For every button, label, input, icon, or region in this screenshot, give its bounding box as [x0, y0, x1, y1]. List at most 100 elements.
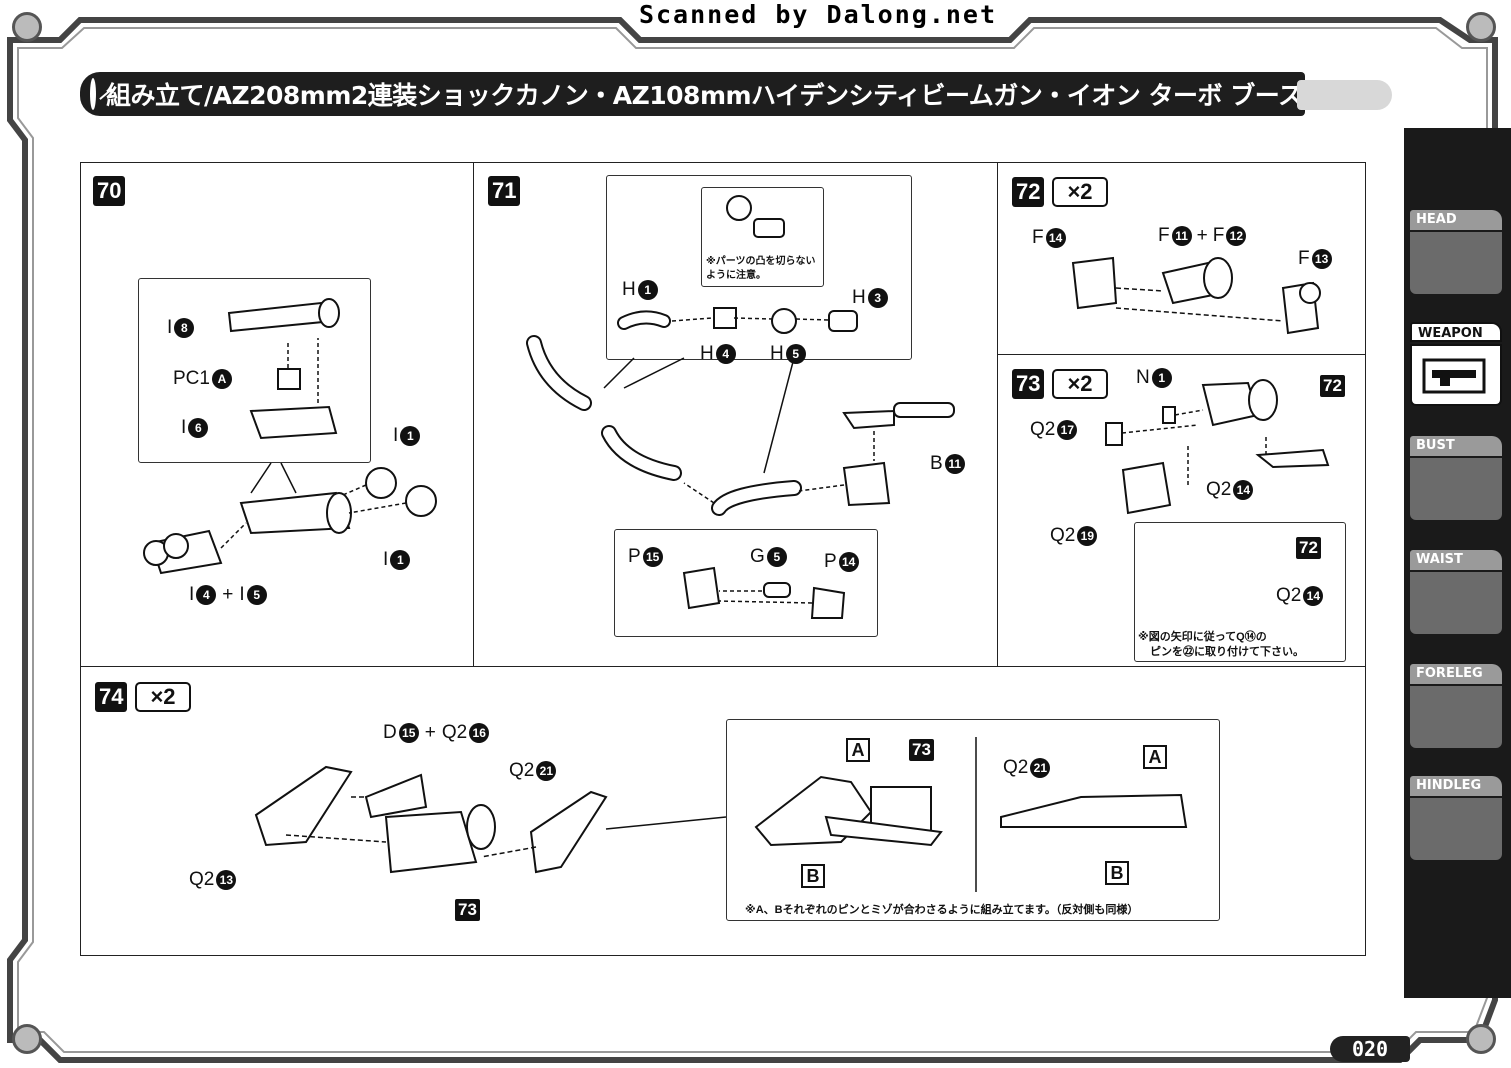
- ref-step-73-detail: 73: [909, 739, 934, 761]
- marker-a-right: A: [1143, 745, 1167, 769]
- part-number: 14: [838, 552, 859, 572]
- part-letter: N: [1136, 367, 1150, 388]
- repeat-count: ×2: [1052, 369, 1108, 399]
- tab-bust-label: BUST: [1410, 436, 1502, 456]
- part-number: 13: [1311, 249, 1332, 269]
- step-70-parts-illustration: [143, 298, 437, 575]
- tab-foreleg-label: FORELEG: [1410, 664, 1502, 684]
- part-letter: Q2: [1206, 479, 1232, 500]
- part-number: 14: [1045, 228, 1066, 248]
- part-letter: H: [770, 343, 784, 364]
- ref-step-72: 72: [1320, 375, 1345, 397]
- tab-waist[interactable]: WAIST: [1410, 550, 1502, 634]
- part-number: 3: [867, 288, 888, 308]
- head-icon: [1410, 232, 1502, 294]
- step-number: 70: [93, 176, 126, 206]
- part-letter: Q2: [441, 722, 468, 743]
- part-letter: F: [1158, 225, 1170, 246]
- part-letter: I: [383, 549, 389, 570]
- part-letter: F: [1212, 225, 1225, 246]
- part-number: 14: [1233, 480, 1254, 500]
- part-letter: I: [239, 584, 245, 605]
- ref-step-number: 72: [1296, 537, 1321, 559]
- part-number: 1: [390, 550, 411, 570]
- marker-b-left: B: [801, 864, 825, 888]
- part-letter: I: [189, 584, 195, 605]
- step-number: 73: [1012, 369, 1045, 399]
- corner-bolt-bottom-left: [12, 1024, 42, 1054]
- part-letter: I: [393, 425, 399, 446]
- waist-icon: [1410, 572, 1502, 634]
- part-letter: H: [622, 279, 636, 300]
- part-letter: PC1: [173, 368, 210, 389]
- section-title-bar: 組み立て/AZ208mm2連装ショックカノン・AZ108mmハイデンシティビーム…: [80, 72, 1352, 116]
- part-number: 19: [1077, 526, 1098, 546]
- step-number: 74: [95, 682, 128, 712]
- cutting-note: ※パーツの凸を切らない ように注意。: [706, 255, 816, 283]
- step-74-parts-illustration: [254, 737, 1188, 892]
- part-number: 1: [637, 280, 658, 300]
- part-number: 11: [944, 454, 965, 474]
- tab-foreleg[interactable]: FORELEG: [1410, 664, 1502, 748]
- part-number: A: [211, 369, 232, 389]
- cutting-note-text: ※パーツの凸を切らない ように注意。: [706, 256, 816, 281]
- tab-head-label: HEAD: [1410, 210, 1502, 230]
- detail-box: [726, 719, 1220, 921]
- plus-sign: +: [222, 584, 234, 605]
- part-number: 12: [1226, 226, 1247, 246]
- part-letter: F: [1298, 248, 1310, 269]
- part-number: 1: [1151, 368, 1172, 388]
- pin-groove-note: ※A、Bそれぞれのピンとミゾが合わさるように組み立てます。（反対側も同様）: [745, 904, 1139, 916]
- part-letter: Q2: [1030, 419, 1056, 440]
- part-number: 1: [400, 426, 421, 446]
- part-number: 11: [1171, 226, 1192, 246]
- part-number: 17: [1057, 420, 1078, 440]
- corner-bolt-top-right: [1466, 12, 1496, 42]
- hindleg-icon: [1410, 798, 1502, 860]
- corner-bolt-top-left: [12, 12, 42, 42]
- part-number: 8: [174, 318, 195, 338]
- tab-hindleg[interactable]: HINDLEG: [1410, 776, 1502, 860]
- part-number: 5: [766, 547, 787, 567]
- tab-head[interactable]: HEAD: [1410, 210, 1502, 294]
- plus-sign: +: [1196, 225, 1208, 246]
- weapon-icon: [1410, 344, 1502, 406]
- part-number: 15: [642, 547, 663, 567]
- part-letter: F: [1032, 227, 1044, 248]
- pin-note-line-2: ピンを㉒に取り付けて下さい。: [1150, 646, 1304, 658]
- part-number: 16: [469, 723, 490, 743]
- part-letter: G: [750, 546, 765, 567]
- ref-step-72-detail: 72: [1296, 537, 1321, 559]
- ref-step-number: 73: [909, 739, 934, 761]
- part-letter: D: [383, 722, 397, 743]
- step-71-parts-illustration: [526, 195, 955, 619]
- step-number: 72: [1012, 177, 1045, 207]
- part-letter: I: [181, 417, 187, 438]
- part-letter: Q2: [1050, 525, 1076, 546]
- ref-step-number: 72: [1320, 375, 1345, 397]
- part-number: 6: [188, 418, 209, 438]
- marker-b-right: B: [1105, 861, 1129, 885]
- part-letter: Q2: [1276, 585, 1302, 606]
- tab-weapon[interactable]: WEAPON: [1410, 322, 1502, 406]
- tab-bust[interactable]: BUST: [1410, 436, 1502, 520]
- repeat-count: ×2: [1052, 177, 1108, 207]
